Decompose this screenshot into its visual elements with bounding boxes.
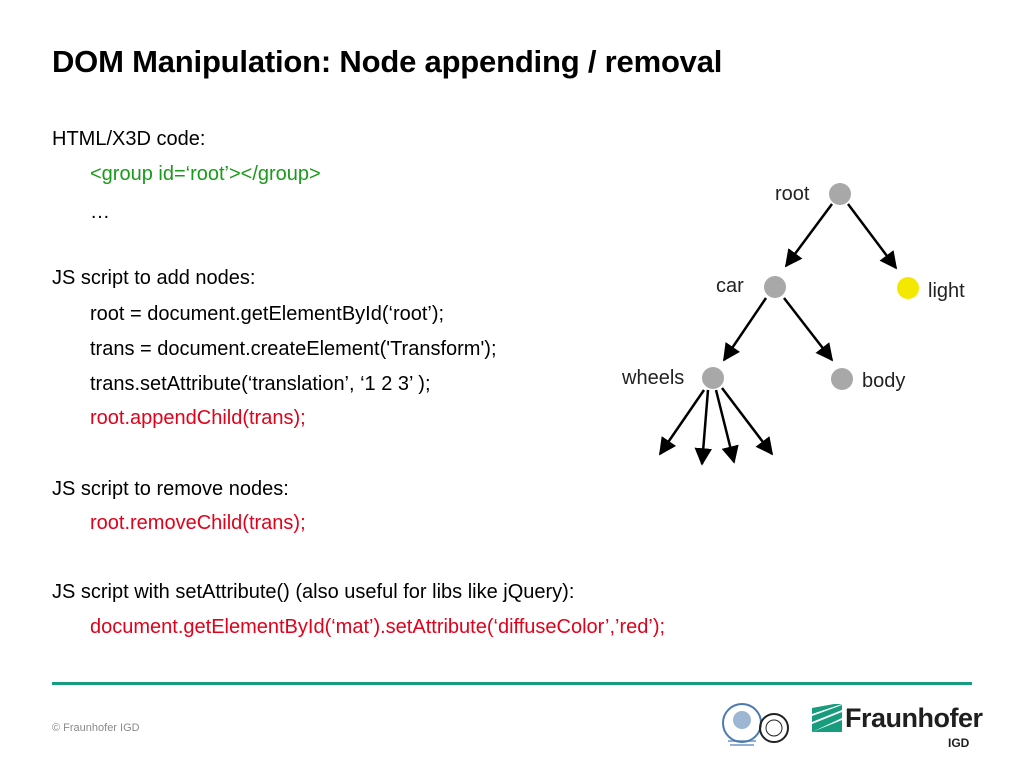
code-get-root: root = document.getElementById(‘root’); bbox=[90, 303, 445, 325]
label-body: body bbox=[862, 370, 905, 392]
label-light: light bbox=[928, 280, 965, 302]
edge-root-light bbox=[847, 203, 898, 270]
footer-rule bbox=[52, 682, 972, 685]
code-set-diffuse-color: document.getElementById(‘mat’).setAttrib… bbox=[90, 616, 666, 638]
node-light bbox=[897, 277, 919, 299]
fraunhofer-logo-mark bbox=[812, 704, 842, 732]
fraunhofer-logo-text: Fraunhofer bbox=[845, 703, 983, 733]
edge-wheels-child-2 bbox=[694, 389, 712, 466]
text-setattribute-heading: JS script with setAttribute() (also usef… bbox=[52, 581, 575, 603]
edge-wheels-child-1 bbox=[658, 389, 706, 456]
certification-seals bbox=[722, 703, 789, 746]
text-html-heading: HTML/X3D code: bbox=[52, 128, 206, 150]
text-remove-heading: JS script to remove nodes: bbox=[52, 478, 289, 500]
code-append-child: root.appendChild(trans); bbox=[90, 407, 306, 429]
fraunhofer-logo-subtext: IGD bbox=[948, 736, 970, 750]
edge-wheels-child-4 bbox=[721, 387, 774, 456]
slide-title: DOM Manipulation: Node appending / remov… bbox=[52, 44, 723, 79]
code-remove-child: root.removeChild(trans); bbox=[90, 512, 306, 534]
code-group-tag: <group id=‘root’></group> bbox=[90, 163, 321, 185]
code-set-translation: trans.setAttribute(‘translation’, ‘1 2 3… bbox=[90, 373, 431, 395]
edge-car-body bbox=[783, 297, 834, 362]
code-ellipsis: … bbox=[90, 201, 110, 223]
text-add-heading: JS script to add nodes: bbox=[52, 267, 256, 289]
label-root: root bbox=[775, 183, 810, 205]
code-create-transform: trans = document.createElement('Transfor… bbox=[90, 338, 497, 360]
node-car bbox=[764, 276, 786, 298]
scene-tree-diagram: root car light wheels body bbox=[621, 183, 965, 466]
edge-car-wheels bbox=[722, 297, 768, 362]
edge-wheels-child-3 bbox=[714, 389, 739, 464]
copyright: © Fraunhofer IGD bbox=[52, 722, 140, 734]
node-root bbox=[829, 183, 851, 205]
edge-root-car bbox=[784, 203, 834, 268]
node-wheels bbox=[702, 367, 724, 389]
label-car: car bbox=[716, 275, 744, 297]
label-wheels: wheels bbox=[621, 367, 684, 389]
node-body bbox=[831, 368, 853, 390]
